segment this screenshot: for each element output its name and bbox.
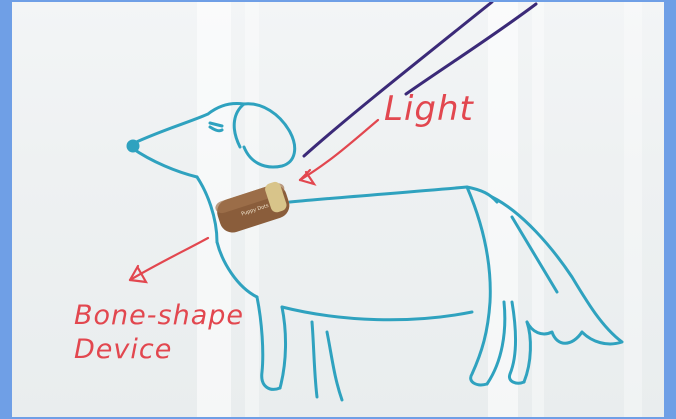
light-label: Light: [384, 89, 475, 129]
whiteboard: Puppy Dots Light Bone-shape Device: [12, 2, 664, 417]
device-label-line1: Bone-shape: [74, 300, 244, 331]
whiteboard-drawing: Puppy Dots Light Bone-shape Device: [12, 2, 664, 417]
device-label-line2: Device: [74, 334, 172, 365]
